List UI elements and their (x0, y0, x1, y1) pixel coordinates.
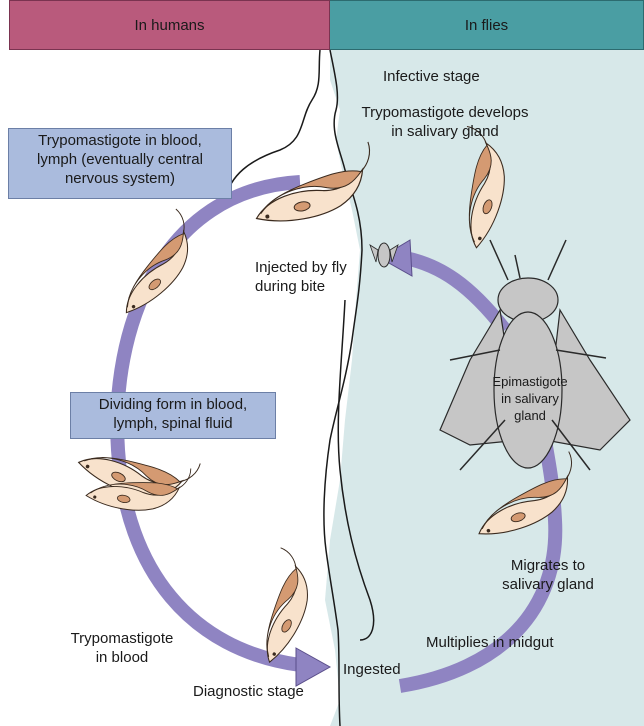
humans-cycle-arrowhead (296, 648, 330, 686)
multiplies-label: Multiplies in midgut (426, 633, 554, 652)
tryp-blood-line-2: in blood (62, 648, 182, 667)
dividing-form-line-1: Dividing form in blood, (71, 395, 275, 414)
blood-lymph-label-box: Trypomastigote in blood, lymph (eventual… (8, 128, 232, 199)
migrates-label: Migrates to salivary gland (488, 556, 608, 594)
develops-line-2: in salivary gland (345, 122, 545, 141)
injected-line-2: during bite (255, 277, 347, 296)
migrates-line-2: salivary gland (488, 575, 608, 594)
trypomastigote-in-blood-label: Trypomastigote in blood (62, 629, 182, 667)
epimastigote-label: Epimastigote in salivary gland (480, 373, 580, 424)
ingested-label: Ingested (343, 660, 401, 679)
header-in-humans-label: In humans (134, 17, 204, 34)
blood-lymph-line-3: nervous system) (9, 169, 231, 188)
injected-line-1: Injected by fly (255, 258, 347, 277)
tryp-blood-line-1: Trypomastigote (62, 629, 182, 648)
dividing-form-label-box: Dividing form in blood, lymph, spinal fl… (70, 392, 276, 439)
blood-lymph-line-1: Trypomastigote in blood, (9, 131, 231, 150)
header-in-flies: In flies (330, 0, 644, 50)
epi-line-2: in salivary (480, 390, 580, 407)
develops-line-1: Trypomastigote develops (345, 103, 545, 122)
epi-line-3: gland (480, 407, 580, 424)
migrates-line-1: Migrates to (488, 556, 608, 575)
header-in-flies-label: In flies (465, 17, 508, 34)
dividing-form-line-2: lymph, spinal fluid (71, 414, 275, 433)
trypomastigote-develops-label: Trypomastigote develops in salivary glan… (345, 103, 545, 141)
injected-by-fly-label: Injected by fly during bite (255, 258, 347, 296)
header-in-humans: In humans (9, 0, 330, 50)
human-head-outline (225, 50, 320, 200)
blood-lymph-line-2: lymph (eventually central (9, 150, 231, 169)
infective-stage-label: Infective stage (383, 67, 480, 86)
epi-line-1: Epimastigote (480, 373, 580, 390)
diagnostic-stage-label: Diagnostic stage (193, 682, 304, 701)
